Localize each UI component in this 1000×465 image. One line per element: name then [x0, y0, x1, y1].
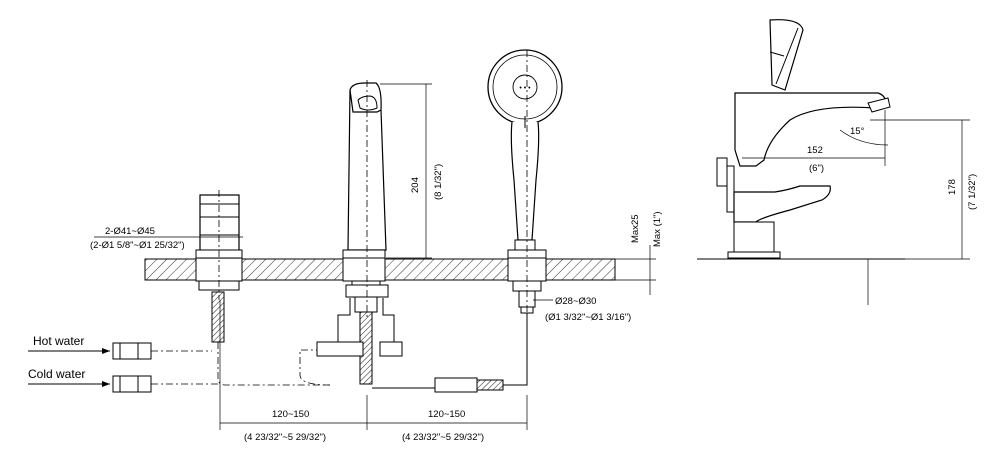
- front-view: • • •: [28, 49, 663, 443]
- supply-connectors: [112, 342, 218, 393]
- svg-text:• • •: • • •: [519, 85, 531, 92]
- side-height: 178: [947, 179, 958, 195]
- hand-shower: • • •: [487, 49, 563, 320]
- spout: [342, 80, 389, 320]
- handle-hole-dia-in: (2-Ø1 5/8"~Ø1 25/32"): [90, 240, 185, 251]
- side-view: 152 (6") 15° 178 (7 1/32"): [697, 19, 978, 305]
- deck-thickness-in: Max (1"): [652, 211, 663, 247]
- reach-in: (6"): [809, 163, 824, 174]
- braided-hoses: [211, 291, 528, 393]
- reach: 152: [807, 145, 823, 156]
- supply-arrows: [28, 348, 110, 387]
- cold-water-label: Cold water: [28, 367, 85, 381]
- shower-hole-dia-in: (Ø1 3/32"~Ø1 3/16"): [545, 312, 631, 323]
- angle: 15°: [850, 126, 865, 137]
- side-height-in: (7 1/32"): [967, 174, 978, 210]
- spacing-right: 120~150: [428, 409, 465, 420]
- spacing-left-in: (4 23/32"~5 29/32"): [244, 432, 326, 443]
- spout-height-in: (8 1/32"): [433, 164, 444, 200]
- hot-water-label: Hot water: [33, 334, 84, 348]
- shower-hole-dia: Ø28~Ø30: [555, 296, 596, 307]
- mixer-handle: [195, 190, 243, 300]
- spacing-right-in: (4 23/32"~5 29/32"): [402, 432, 484, 443]
- spout-height: 204: [410, 177, 421, 193]
- dimension-lines: [94, 83, 656, 430]
- handle-hole-dia: 2-Ø41~Ø45: [105, 226, 155, 237]
- deck-slab: [144, 257, 616, 282]
- spacing-left: 120~150: [272, 409, 309, 420]
- deck-thickness: Max25: [630, 214, 641, 243]
